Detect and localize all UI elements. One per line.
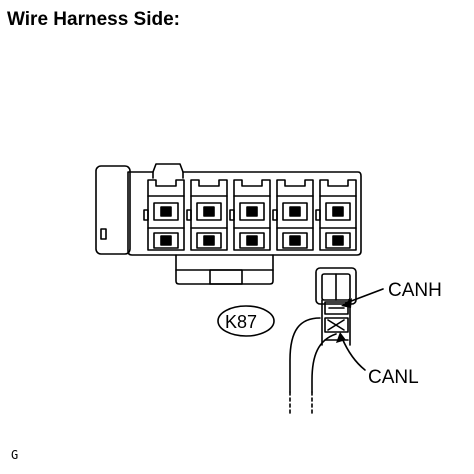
cavity-terminal <box>239 202 265 221</box>
tester-leads <box>289 317 337 417</box>
canl-leader-line <box>341 337 366 371</box>
connector-id-oval <box>217 305 275 337</box>
cavity-terminal <box>325 232 351 249</box>
cavity-terminal <box>196 202 222 221</box>
cavity-column <box>319 179 357 251</box>
cavity-column <box>147 179 185 251</box>
cavity-column <box>276 179 314 251</box>
cavity-terminal-pin <box>332 235 344 246</box>
figure-code: G <box>11 448 19 462</box>
cavity-latch <box>186 209 192 221</box>
connector-body <box>95 163 362 285</box>
cavity-terminal-pin <box>203 206 215 217</box>
cavity-terminal <box>282 232 308 249</box>
cavity-terminal-pin <box>246 206 258 217</box>
cavity-terminal <box>196 232 222 249</box>
connector-id-label: K87 <box>225 312 257 332</box>
cavity-terminal <box>239 232 265 249</box>
cavity-terminal-pin <box>246 235 258 246</box>
cavity-column <box>233 179 271 251</box>
canh-arrow-icon <box>341 298 352 308</box>
cavity-terminal-pin <box>203 235 215 246</box>
cavity-latch <box>272 209 278 221</box>
cavity-terminal <box>282 202 308 221</box>
cavity-latch <box>229 209 235 221</box>
cavity-latch <box>143 209 149 221</box>
connector-cavities <box>143 179 357 251</box>
cavity-terminal <box>153 202 179 221</box>
cavity-latch <box>315 209 321 221</box>
cavity-terminal-pin <box>289 206 301 217</box>
cavity-terminal <box>325 202 351 221</box>
cavity-terminal-pin <box>160 206 172 217</box>
cavity-terminal-pin <box>160 235 172 246</box>
cavity-terminal-pin <box>332 206 344 217</box>
canh-label: CANH <box>388 280 442 301</box>
cavity-terminal-pin <box>289 235 301 246</box>
canl-label: CANL <box>368 367 419 388</box>
cavity-column <box>190 179 228 251</box>
canl-arrow-icon <box>336 332 346 343</box>
cavity-terminal <box>153 232 179 249</box>
diagram-title: Wire Harness Side: <box>7 9 181 30</box>
canh-leader-line <box>345 288 384 304</box>
